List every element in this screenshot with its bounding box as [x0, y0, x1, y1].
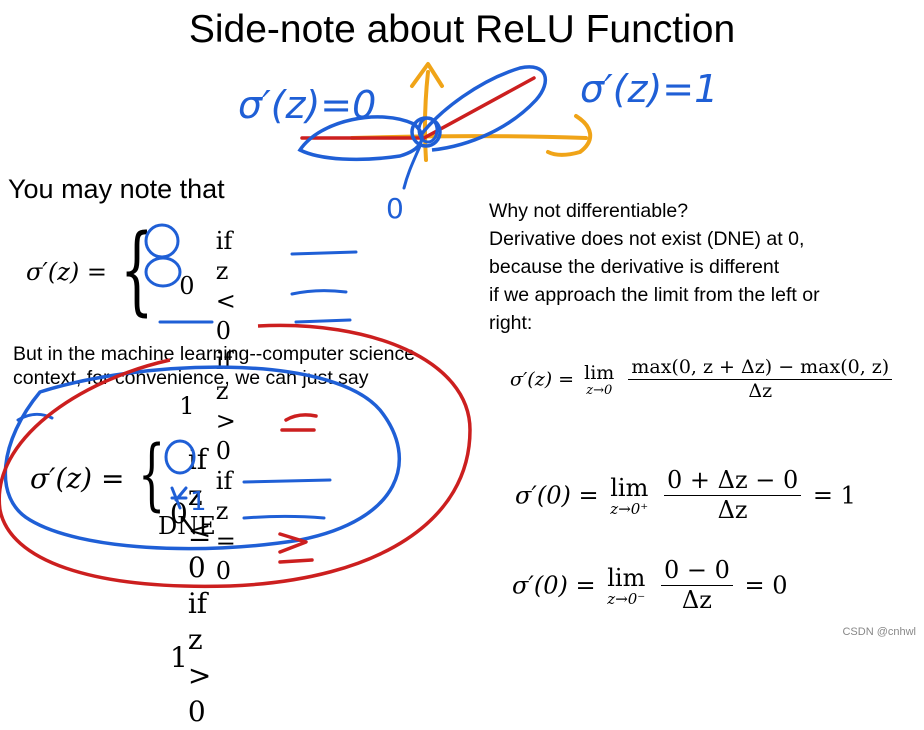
limit-result: = 0 — [744, 571, 788, 600]
case-value: 0 — [170, 497, 188, 530]
limit-definition: σ′(z) = lim z→0 max(0, z + Δz) − max(0, … — [510, 356, 896, 403]
limit-operator: lim z→0⁺ — [610, 474, 648, 517]
explanation-line: Why not differentiable? — [489, 200, 689, 222]
right-loop-stroke — [418, 65, 547, 152]
handwritten-left-derivative: σ′(z)=0 — [238, 83, 376, 127]
lim-subscript: z→0 — [586, 382, 613, 398]
watermark: CSDN @cnhwl — [842, 626, 916, 638]
right-limit: σ′(0) = lim z→0⁺ 0 + Δz − 0 Δz = 1 — [515, 466, 856, 525]
limit-fraction: max(0, z + Δz) − max(0, z) Δz — [628, 356, 893, 403]
limit-fraction: 0 − 0 Δz — [660, 556, 733, 615]
handwritten-origin-label: 0 — [386, 192, 404, 225]
limit-lhs: σ′(0) = — [512, 571, 596, 600]
red-outline — [0, 323, 472, 589]
fraction-numerator: 0 − 0 — [660, 556, 733, 586]
cases-lhs: σ′(z) = — [30, 462, 125, 495]
lim-text: lim — [607, 563, 646, 592]
fraction-numerator: max(0, z + Δz) − max(0, z) — [628, 356, 893, 380]
relu-sketch — [297, 62, 592, 190]
x-axis-arrowhead — [546, 114, 592, 157]
red-gt-mark — [278, 532, 314, 564]
case-row: 0 if z ≤ 0 — [170, 442, 211, 586]
limit-result: = 1 — [812, 481, 856, 510]
explanation-line: Derivative does not exist (DNE) at 0, — [489, 228, 805, 250]
explanation-line: if we approach the limit from the left o… — [489, 284, 820, 306]
explanation-block: Why not differentiable? Derivative does … — [489, 197, 919, 337]
left-loop-stroke — [297, 115, 424, 162]
underline-mark — [290, 250, 358, 256]
fraction-denominator: Δz — [748, 379, 773, 402]
case-value: 0 — [179, 272, 195, 300]
circle-zero-mark — [164, 439, 196, 475]
case-condition: if z ≤ 0 — [187, 443, 212, 584]
case-row: 0 if z < 0 — [158, 226, 236, 346]
case-condition: if z < 0 — [215, 227, 236, 345]
slide-title: Side-note about ReLU Function — [188, 8, 736, 51]
handwritten-one: 1 — [190, 487, 207, 517]
lim-text: lim — [610, 473, 649, 502]
fraction-denominator: Δz — [681, 585, 712, 614]
scribble-mark — [170, 486, 188, 510]
case-value: 1 — [179, 392, 195, 420]
red-le-mark — [280, 413, 318, 432]
limit-lhs: σ′(z) = — [510, 368, 575, 391]
cases-lhs: σ′(z) = — [26, 258, 107, 286]
origin-pointer — [402, 144, 422, 190]
lim-subscript: z→0⁺ — [610, 499, 649, 518]
underline-mark — [294, 318, 352, 324]
handwritten-annotations: σ′(z)=0 σ′(z)=1 0 1 — [0, 62, 718, 589]
left-brace: { — [120, 214, 154, 326]
first-cases-marks — [144, 223, 358, 324]
fraction-numerator: 0 + Δz − 0 — [663, 466, 802, 496]
y-axis-stroke — [422, 70, 430, 162]
circle-zero-mark — [144, 223, 180, 259]
case-value: DNE — [158, 512, 216, 540]
y-axis-arrowhead — [410, 62, 444, 88]
explanation-line: because the derivative is different — [489, 256, 780, 278]
lim-text: lim — [584, 361, 615, 384]
circle-one-mark — [144, 256, 182, 288]
fraction-denominator: Δz — [717, 495, 748, 524]
underline-mark — [242, 478, 332, 484]
relu-slope-segment — [422, 76, 536, 140]
origin-circle — [417, 116, 439, 144]
cases-table: 0 if z < 0 1 if z > 0 DNE if z = 0 — [158, 226, 236, 586]
handwritten-right-derivative: σ′(z)=1 — [580, 67, 718, 111]
left-brace: { — [138, 430, 166, 520]
blue-outline — [3, 365, 402, 551]
limit-lhs: σ′(0) = — [515, 481, 599, 510]
limit-fraction: 0 + Δz − 0 Δz — [663, 466, 802, 525]
intro-text: You may note that — [8, 174, 225, 204]
limit-operator: lim z→0⁻ — [607, 564, 645, 607]
limit-operator: lim z→0 — [584, 362, 614, 397]
underline-mark — [290, 289, 348, 296]
lim-subscript: z→0⁻ — [607, 589, 646, 608]
convention-highlight: 1 — [0, 323, 472, 589]
left-limit: σ′(0) = lim z→0⁻ 0 − 0 Δz = 0 — [512, 556, 788, 615]
underline-mark — [242, 515, 326, 520]
explanation-line: right: — [489, 312, 533, 334]
